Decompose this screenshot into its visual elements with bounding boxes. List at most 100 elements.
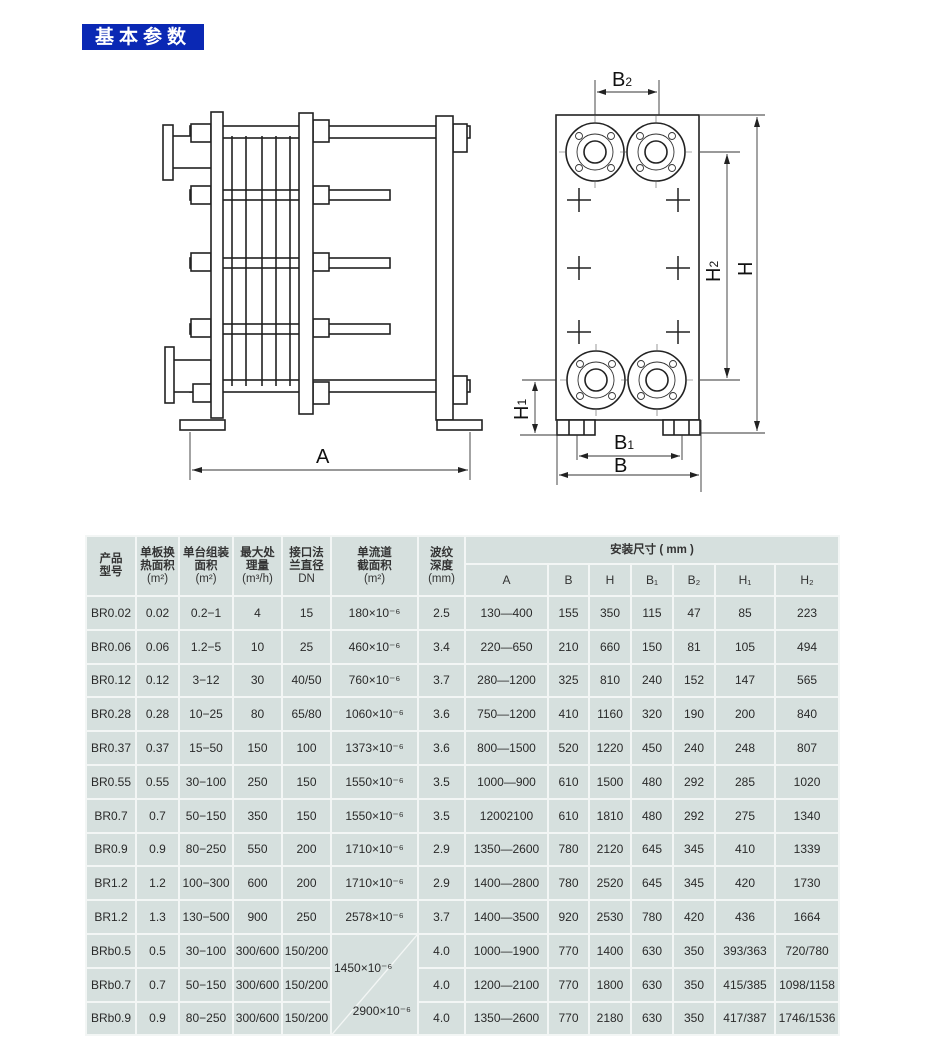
table-cell: 15−50 [178,730,234,766]
header-line: 理量 [246,559,269,572]
table-cell: 350 [672,932,716,969]
table-cell: 0.37 [135,730,180,766]
table-cell: 10−25 [178,696,234,733]
front-view-diagram: B2 H H2 H1 B1 B [511,69,765,492]
table-cell: 40/50 [281,662,332,699]
header-line: DN [298,572,315,585]
table-cell: 610 [547,797,590,834]
table-cell: 200 [281,831,332,868]
plate-pack [231,136,291,386]
table-cell: 630 [630,932,674,969]
bolt-hole-mark [666,320,690,344]
flange-part [668,164,676,172]
dimension-h: H [700,114,765,434]
table-cell: 280—1200 [464,662,549,699]
flange-part [576,133,614,171]
table-cell: 3.6 [417,730,466,766]
dimension-h2: H2 [700,151,740,381]
table-cell: 920 [547,899,590,935]
flange-part [669,360,677,368]
table-cell: 115 [630,595,674,631]
table-cell: 807 [773,730,841,766]
header-line: 型号 [99,566,123,578]
table-cell: 248 [714,730,776,766]
dim-column-header: B₁ [630,563,674,597]
header-line: (m²) [146,572,169,585]
table-cell: 12002100 [464,797,549,834]
section-title: 基本参数 [82,24,204,50]
table-cell: 4.0 [417,1000,466,1037]
table-cell: 240 [630,662,674,699]
table-cell: 80−250 [178,831,234,868]
flange-part [576,392,584,400]
table-cell: 190 [672,696,716,733]
column-header: 单板换热面积(m²) [135,535,180,597]
table-cell: 150 [232,730,283,766]
flange-part [608,360,616,368]
header-line: 面积 [194,559,218,572]
table-cell: 420 [672,899,716,935]
table-cell: 410 [547,696,590,733]
table-cell: 1400—2800 [464,865,549,902]
support-feet [556,419,701,436]
table-cell: 345 [672,865,716,902]
table-cell: 610 [547,763,590,800]
bolt-hole-mark [567,320,591,344]
table-cell: 1160 [588,696,632,733]
header-line: 深度 [430,559,453,572]
flange-part [584,368,608,392]
table-cell: 1000—900 [464,763,549,800]
table-cell: 30−100 [178,932,234,969]
table-cell: 47 [672,595,716,631]
table-cell: 80 [232,696,283,733]
table-cell: 1350—2600 [464,831,549,868]
table-cell: 150 [630,628,674,665]
table-cell: 1350—2600 [464,1000,549,1037]
flange-part [637,360,645,368]
table-cell: 1200—2100 [464,966,549,1003]
header-line: 兰直径 [289,559,324,572]
right-foot [436,419,483,431]
flange-part [575,132,583,140]
dim-column-header: A [464,563,549,597]
table-cell: 3.5 [417,797,466,834]
header-line: (m²) [363,572,386,585]
header-line: 接口法 [289,546,324,559]
table-cell: 100 [281,730,332,766]
table-cell: 50−150 [178,966,234,1003]
flange-part [577,361,615,399]
bolt-hole-mark [666,188,690,212]
table-cell: 2180 [588,1000,632,1037]
left-foot [179,419,226,431]
table-cell: 1098/1158 [773,966,841,1003]
table-cell: 0.02 [135,595,180,631]
table-cell: 15 [281,595,332,631]
table-cell: 150/200 [281,1000,332,1037]
table-cell: 1220 [588,730,632,766]
dim-column-header: H₂ [773,563,841,597]
specification-table: 产品型号单板换热面积(m²)单台组装面积(m²)最大处理量(m³/h)接口法兰直… [85,535,841,1037]
column-header: 最大处理量(m³/h) [232,535,283,597]
table-cell: BR0.37 [85,730,137,766]
dim-label-h1: H1 [511,399,533,420]
table-cell: 1730 [773,865,841,902]
table-cell: 1810 [588,797,632,834]
flange-part [583,140,607,164]
table-cell: 0.9 [135,1000,180,1037]
table-cell: 1400 [588,932,632,969]
table-cell: 3.7 [417,662,466,699]
table-cell: 645 [630,831,674,868]
table-cell: 520 [547,730,590,766]
table-cell: 1710×10⁻⁶ [330,831,419,868]
table-cell: 150/200 [281,932,332,969]
cross-section-lower: 2900×10⁻⁶ [352,1004,411,1019]
side-view-diagram: A [162,111,483,480]
dimension-b: B [556,420,702,492]
guide-bars [189,125,471,393]
table-cell: 780 [547,865,590,902]
table-cell: 220—650 [464,628,549,665]
table-cell: 147 [714,662,776,699]
